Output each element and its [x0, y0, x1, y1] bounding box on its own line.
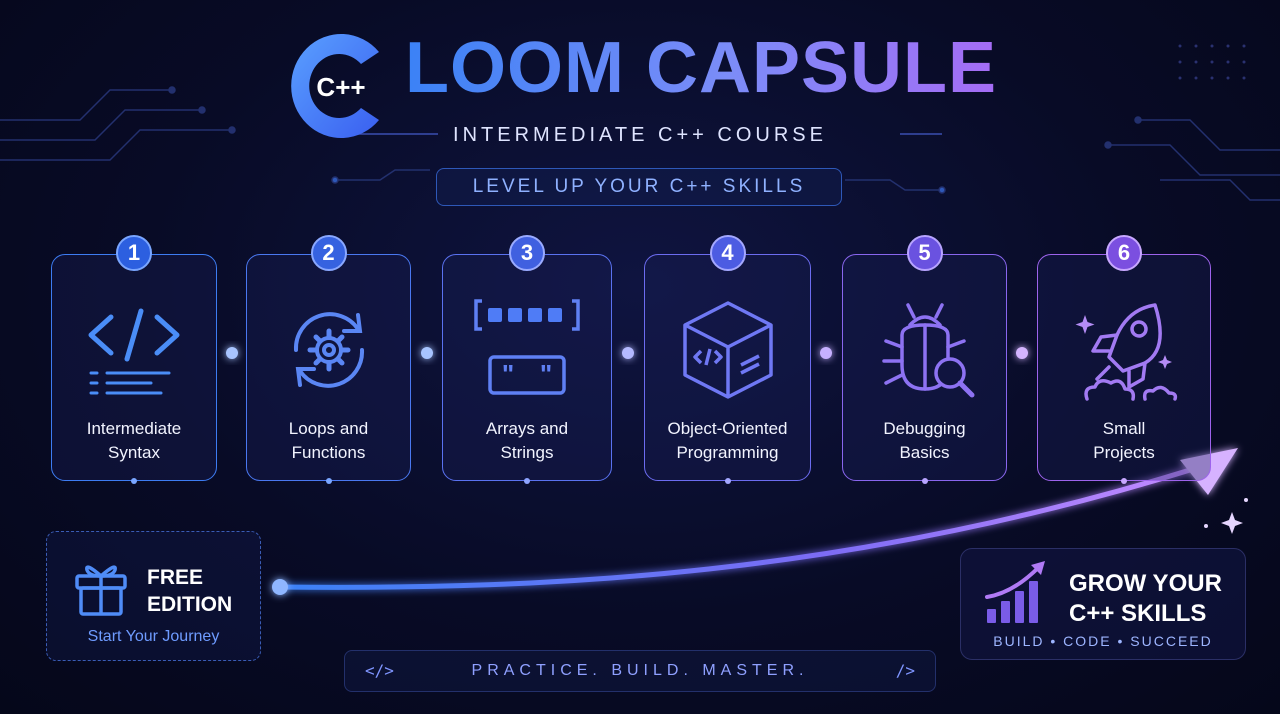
free-edition-title: FREE EDITION: [147, 566, 233, 616]
growth-chart-icon: [985, 561, 1045, 623]
module-number-badge: 6: [1106, 235, 1142, 271]
array-icon: " ": [474, 299, 580, 395]
card-anchor-dot: [325, 478, 332, 484]
module-number-badge: 4: [709, 235, 746, 271]
grow-subtitle: BUILD • CODE • SUCCEED: [993, 633, 1213, 649]
code-icon: [88, 308, 180, 395]
card-anchor-dot: [1121, 478, 1127, 484]
card-anchor-dot: [724, 478, 731, 484]
bug-search-icon: [881, 303, 974, 398]
tagline-text: LEVEL UP YOUR C++ SKILLS: [472, 176, 806, 197]
dot-grid: [1178, 44, 1246, 80]
module-number-badge: 5: [906, 235, 943, 271]
sparkles: [1204, 498, 1248, 534]
svg-text:": ": [502, 359, 514, 389]
grow-skills-badge: GROW YOUR C++ SKILLS BUILD • CODE • SUCC…: [960, 548, 1246, 660]
cpp-logo-icon: C++: [291, 34, 379, 139]
card-anchor-dot: [921, 478, 928, 484]
tagline-badge: LEVEL UP YOUR C++ SKILLS: [436, 168, 842, 206]
course-subtitle: INTERMEDIATE C++ COURSE: [453, 124, 827, 146]
growth-path: [279, 467, 1191, 590]
free-edition-badge[interactable]: FREE EDITION Start Your Journey: [46, 531, 261, 661]
rocket-icon: [1075, 303, 1178, 401]
right-circuit-lines: [845, 116, 1280, 201]
path-start-node: [272, 579, 288, 595]
svg-text:C++: C++: [316, 72, 365, 102]
motto-text: PRACTICE. BUILD. MASTER.: [471, 662, 809, 679]
brand-title: LOOM CAPSULE: [405, 28, 998, 108]
connector-nodes: [226, 347, 1028, 359]
card-anchor-dot: [131, 478, 137, 484]
free-edition-subtitle: Start Your Journey: [87, 628, 220, 645]
module-number-badge: 3: [509, 235, 545, 271]
gift-icon: [75, 565, 127, 616]
grow-title: GROW YOUR C++ SKILLS: [1069, 570, 1222, 627]
loop-gear-icon: [293, 312, 364, 388]
cube-icon: [682, 301, 773, 399]
code-open-icon: </>: [365, 661, 394, 680]
module-number-badge: 1: [116, 235, 152, 271]
card-anchor-dot: [524, 478, 530, 484]
motto-bar: </> PRACTICE. BUILD. MASTER. />: [344, 650, 936, 692]
module-number-badge: 2: [310, 235, 347, 271]
left-circuit-lines: [0, 86, 430, 184]
svg-text:": ": [540, 359, 552, 389]
code-close-icon: />: [895, 661, 915, 680]
